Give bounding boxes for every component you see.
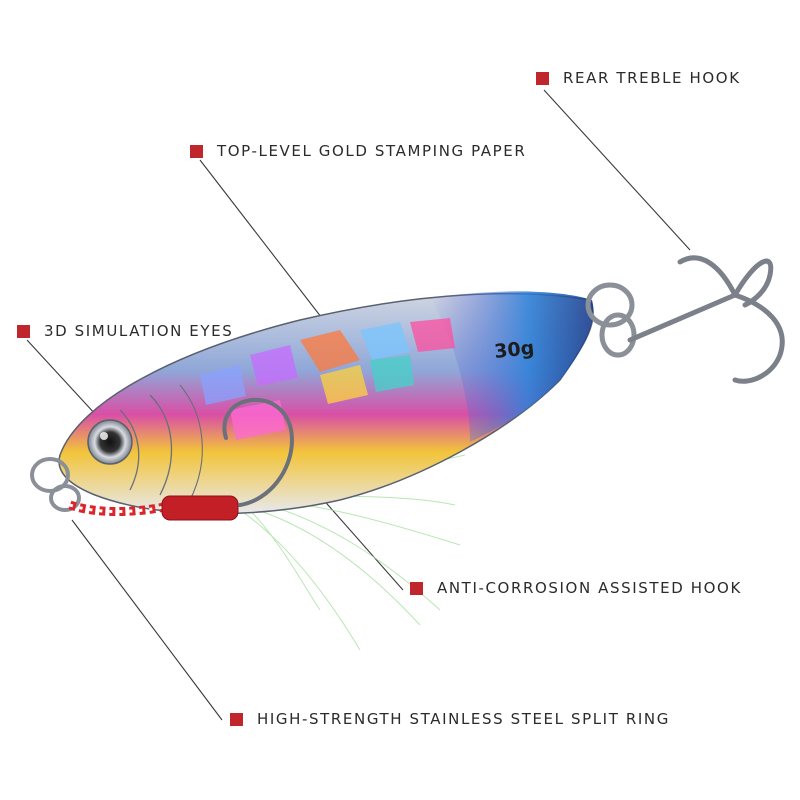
- bullet-square-icon: [230, 712, 243, 726]
- callout-label: 3D SIMULATION EYES: [44, 322, 234, 340]
- lure-eye-icon: [87, 419, 133, 465]
- callout-rear-treble-hook: REAR TREBLE HOOK: [536, 69, 741, 87]
- bullet-square-icon: [190, 144, 203, 158]
- weight-label: 30g: [493, 337, 535, 363]
- leader-rear: [543, 89, 691, 251]
- bullet-square-icon: [17, 324, 30, 338]
- assist-cord-icon: [68, 495, 239, 521]
- leader-assist: [312, 487, 404, 591]
- callout-3d-simulation-eyes: 3D SIMULATION EYES: [17, 322, 233, 340]
- callout-gold-stamping-paper: TOP-LEVEL GOLD STAMPING PAPER: [190, 142, 526, 160]
- bullet-square-icon: [536, 71, 549, 85]
- assist-hook-icon: [222, 397, 295, 507]
- callout-label: REAR TREBLE HOOK: [563, 69, 741, 87]
- callout-assisted-hook: ANTI-CORROSION ASSISTED HOOK: [410, 579, 742, 597]
- callout-label: ANTI-CORROSION ASSISTED HOOK: [437, 579, 742, 597]
- callout-label: HIGH-STRENGTH STAINLESS STEEL SPLIT RING: [257, 710, 670, 728]
- callout-split-ring: HIGH-STRENGTH STAINLESS STEEL SPLIT RING: [230, 710, 670, 728]
- rear-split-ring-icon: [585, 282, 637, 358]
- lure-body: [58, 291, 594, 515]
- front-split-ring-icon: [30, 457, 81, 512]
- callout-label: TOP-LEVEL GOLD STAMPING PAPER: [217, 142, 527, 160]
- leader-ring: [71, 519, 223, 721]
- rear-treble-hook-icon: [627, 255, 785, 384]
- bullet-square-icon: [410, 581, 423, 595]
